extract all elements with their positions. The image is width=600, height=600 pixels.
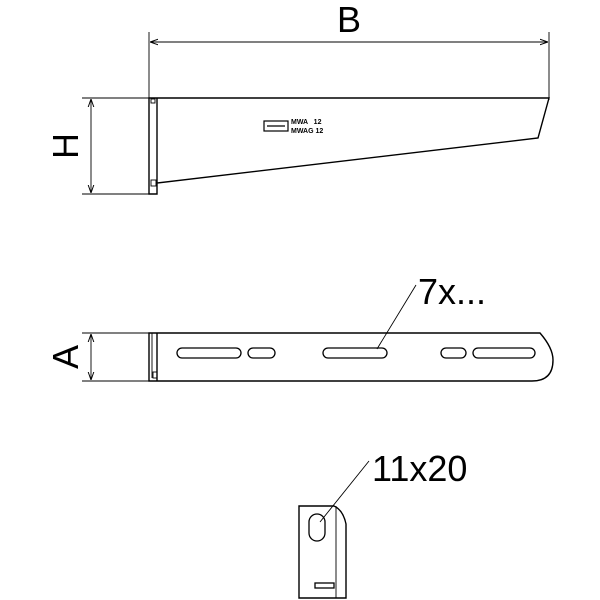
bracket-corner-notch-bottom bbox=[150, 179, 157, 187]
slot-5 bbox=[472, 347, 536, 359]
hole-count-leader bbox=[376, 284, 417, 350]
hole-count-label: 7x... bbox=[418, 271, 486, 312]
marking-line-1: MWA 12 bbox=[291, 119, 322, 126]
marking-line-2: MWAG 12 bbox=[291, 128, 323, 135]
product-marking: MWA 12 MWAG 12 bbox=[263, 119, 323, 135]
top-view-outline bbox=[148, 332, 554, 382]
top-view: A 7x... bbox=[45, 271, 554, 382]
slot-4 bbox=[440, 347, 467, 359]
wall-plate-outline bbox=[298, 505, 347, 599]
slot-1 bbox=[176, 347, 242, 359]
top-view-corner-notch bbox=[152, 371, 158, 379]
dimension-a-label: A bbox=[45, 345, 86, 369]
slot-size-leader bbox=[319, 460, 370, 523]
bracket-outline bbox=[148, 97, 550, 195]
wall-plate-notch bbox=[314, 582, 335, 589]
dimension-b-label: B bbox=[337, 0, 361, 40]
wall-plate-view: 11x20 bbox=[298, 448, 467, 599]
dimension-h-label: H bbox=[45, 133, 86, 159]
slot-3 bbox=[322, 347, 388, 359]
bracket-corner-notch-top bbox=[150, 98, 156, 104]
side-view: B H MWA 12 MWAG 12 bbox=[45, 0, 550, 195]
slot-size-label: 11x20 bbox=[372, 448, 467, 489]
slot-2 bbox=[247, 347, 276, 359]
logo-box-icon bbox=[263, 120, 289, 132]
